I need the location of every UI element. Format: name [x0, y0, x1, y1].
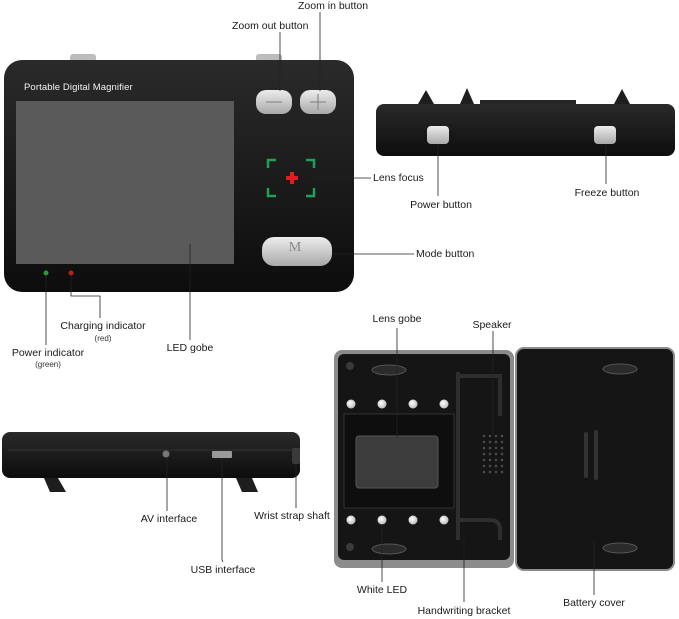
handwriting-bracket [456, 372, 502, 540]
av-port[interactable] [162, 450, 170, 458]
label-power-indicator: Power indicator [11, 347, 85, 359]
plus-icon [310, 94, 326, 110]
label-freeze-button: Freeze button [574, 187, 640, 199]
white-led-1 [346, 399, 356, 409]
screw-bottom [346, 543, 354, 551]
label-lens-focus: Lens focus [373, 172, 424, 184]
top-nub-left [418, 90, 434, 104]
usb-port[interactable] [212, 451, 232, 458]
lens-window [355, 435, 439, 489]
label-mode-button: Mode button [416, 248, 475, 260]
white-led-6 [377, 515, 387, 525]
label-battery-cover: Battery cover [563, 597, 625, 609]
label-charging-indicator: Charging indicator [60, 320, 146, 332]
freeze-button[interactable] [594, 126, 616, 144]
battery-latch-1 [584, 432, 588, 478]
white-led-7 [408, 515, 418, 525]
screw-top [346, 362, 354, 370]
back-view [334, 347, 675, 571]
speaker-grille [482, 434, 504, 474]
power-button[interactable] [427, 126, 449, 144]
top-nub-mid [460, 88, 474, 104]
lcd-screen [16, 101, 234, 264]
side-foot-right [236, 478, 258, 492]
battery-latch-2 [594, 430, 598, 480]
leader-usb [221, 458, 224, 563]
white-led-2 [377, 399, 387, 409]
device-title: Portable Digital Magnifier [24, 82, 133, 93]
side-foot-left [44, 478, 66, 492]
label-white-led: White LED [356, 584, 408, 596]
label-wrist-strap: Wrist strap shaft [254, 510, 330, 522]
label-av-interface: AV interface [140, 513, 198, 525]
leader-lines [45, 12, 607, 602]
white-led-4 [439, 399, 449, 409]
white-led-5 [346, 515, 356, 525]
label-zoom-in: Zoom in button [298, 0, 369, 12]
rubber-foot-4 [602, 542, 638, 554]
label-power-button: Power button [410, 199, 472, 211]
mode-button-glyph: M [288, 240, 302, 255]
focus-cross-icon [286, 172, 298, 184]
lens-focus-icon [266, 158, 316, 198]
front-view [4, 54, 354, 292]
label-led-gobe: LED gobe [166, 342, 214, 354]
wrist-strap-shaft [292, 448, 300, 464]
rubber-foot-3 [602, 363, 638, 375]
label-usb-interface: USB interface [190, 564, 256, 576]
label-handwriting-bracket: Handwriting bracket [417, 605, 511, 617]
top-view [376, 88, 675, 156]
top-nub-right [614, 89, 630, 104]
white-led-8 [439, 515, 449, 525]
label-speaker: Speaker [472, 319, 512, 331]
label-zoom-out: Zoom out button [232, 20, 309, 32]
white-led-3 [408, 399, 418, 409]
mode-button[interactable] [262, 237, 332, 266]
label-lens-gobe: Lens gobe [372, 313, 422, 325]
leader-charging [70, 276, 101, 318]
charging-indicator-led [68, 270, 74, 276]
power-indicator-led [43, 270, 49, 276]
rubber-foot-2 [371, 543, 407, 555]
device-body-side [2, 432, 300, 478]
label-charging-color: (red) [94, 334, 112, 343]
side-view [2, 432, 300, 492]
rubber-foot-1 [371, 364, 407, 376]
device-body-top [376, 104, 675, 156]
label-power-color: (green) [35, 360, 61, 369]
